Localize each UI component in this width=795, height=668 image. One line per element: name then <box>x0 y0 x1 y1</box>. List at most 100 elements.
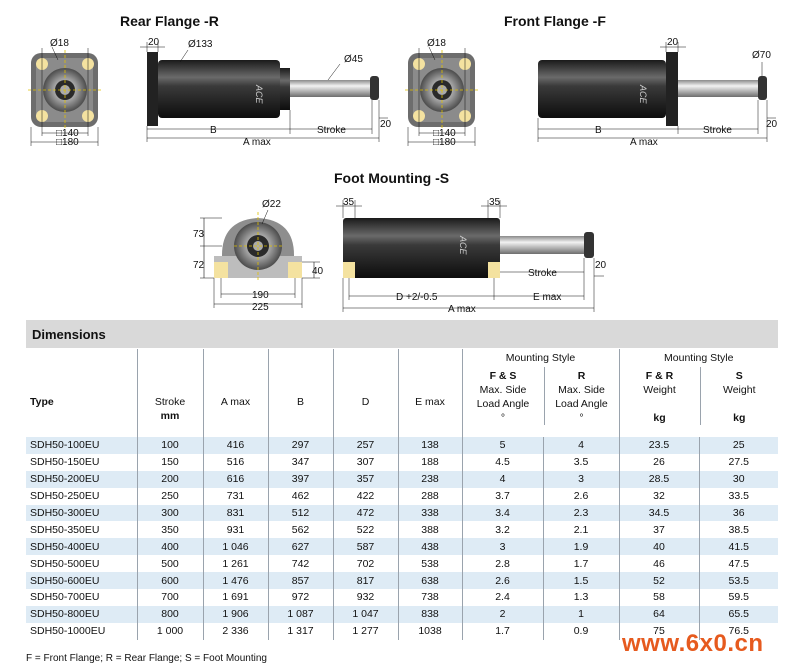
foot-label-foot-height: 40 <box>312 266 324 277</box>
table-cell: 397 <box>268 470 334 488</box>
table-cell: 3 <box>462 538 544 556</box>
table-cell: SDH50-400EU <box>26 538 138 556</box>
foot-label-foot2: 35 <box>489 197 501 208</box>
table-cell: 59.5 <box>728 591 749 604</box>
rear-label-stroke: Stroke <box>317 125 346 136</box>
front-label-rod-end: 20 <box>766 119 778 130</box>
table-cell: 627 <box>268 538 334 556</box>
table-cell: 36 <box>699 504 778 522</box>
rear-label-rod-dia: Ø45 <box>344 54 363 65</box>
table-cell: 3.4 <box>462 504 544 522</box>
col-d: D <box>333 349 399 437</box>
rear-label-flange-thickness: 20 <box>148 37 160 48</box>
table-cell: 3.2 <box>462 521 544 539</box>
front-label-stroke: Stroke <box>703 125 732 136</box>
table-cell: 600 <box>137 572 204 590</box>
table-cell: 1 277 <box>333 622 399 640</box>
table-cell: 4.5 <box>462 453 544 471</box>
table-cell: 46 <box>619 555 700 573</box>
table-cell: 257 <box>333 437 399 454</box>
table-cell: 742 <box>268 555 334 573</box>
table-cell: 53.5 <box>699 572 778 590</box>
table-cell: 65.5 <box>699 605 778 623</box>
table-cell: 4 <box>462 470 544 488</box>
table-cell: 1.3 <box>543 589 620 606</box>
table-cell: 2.1 <box>543 521 620 539</box>
table-cell: 738 <box>398 589 463 606</box>
table-cell: SDH50-350EU <box>26 521 138 539</box>
rear-body-logo: ACE <box>254 84 264 105</box>
table-cell: 76.5 <box>728 625 749 638</box>
table-cell: 34.5 <box>619 504 700 522</box>
table-cell: 38.5 <box>728 523 749 536</box>
table-cell: SDH50-200EU <box>26 470 138 488</box>
table-cell: 350 <box>137 521 204 539</box>
table-cell: SDH50-600EU <box>26 572 138 590</box>
foot-label-h-upper: 73 <box>193 229 205 240</box>
col-type: Type <box>26 349 138 437</box>
table-cell: 100 <box>137 437 204 454</box>
table-cell: 33.5 <box>728 490 749 503</box>
table-cell: 817 <box>333 572 399 590</box>
table-cell: 2.8 <box>462 555 544 573</box>
table-cell: 512 <box>268 504 334 522</box>
table-cell: 338 <box>398 504 463 522</box>
dimensions-title: Dimensions <box>32 327 106 342</box>
front-label-sq180: □180 <box>433 137 456 148</box>
table-cell: 838 <box>398 605 463 623</box>
table-cell: 857 <box>268 572 334 590</box>
front-label-amax: A max <box>630 137 658 148</box>
table-cell: 64 <box>619 605 700 623</box>
table-cell: 37 <box>619 521 700 539</box>
table-cell: 150 <box>137 453 204 471</box>
foot-label-rod-end: 20 <box>595 260 607 271</box>
table-cell: 5 <box>462 437 544 454</box>
table-cell: SDH50-1000EU <box>26 622 138 640</box>
table-cell: 3.5 <box>543 453 620 471</box>
table-cell: 2 336 <box>203 622 269 640</box>
table-cell: 562 <box>268 521 334 539</box>
dimensions-header-bar: Dimensions <box>26 320 778 348</box>
table-cell: 2.3 <box>543 504 620 522</box>
rear-flange-title: Rear Flange -R <box>120 13 219 29</box>
front-label-b: B <box>595 125 602 136</box>
table-cell: 52 <box>619 572 700 590</box>
table-cell: 58 <box>619 589 700 606</box>
table-cell: 438 <box>398 538 463 556</box>
table-cell: 23.5 <box>619 437 700 454</box>
table-cell: 400 <box>137 538 204 556</box>
rear-label-bolt-dia: Ø18 <box>50 38 69 49</box>
table-cell: 831 <box>203 504 269 522</box>
table-cell: 1 000 <box>137 622 204 640</box>
table-cell: 700 <box>137 589 204 606</box>
front-label-flange-thickness: 20 <box>667 37 679 48</box>
table-cell: SDH50-300EU <box>26 504 138 522</box>
table-cell: 522 <box>333 521 399 539</box>
table-cell: 516 <box>203 453 269 471</box>
foot-label-w-outer: 225 <box>252 302 269 313</box>
col-emax: E max <box>398 349 463 437</box>
front-label-rod-dia: Ø70 <box>752 50 771 61</box>
foot-label-stroke: Stroke <box>528 268 557 279</box>
table-cell: 1038 <box>398 622 463 640</box>
table-cell: 4 <box>543 437 620 454</box>
table-cell: 472 <box>333 504 399 522</box>
table-cell: 2 <box>462 605 544 623</box>
front-flange-end-view <box>405 46 479 146</box>
table-cell: 40 <box>619 538 700 556</box>
table-cell: 587 <box>333 538 399 556</box>
table-cell: 30 <box>699 470 778 488</box>
foot-label-amax: A max <box>448 304 476 315</box>
foot-mounting-end-view <box>200 209 320 308</box>
